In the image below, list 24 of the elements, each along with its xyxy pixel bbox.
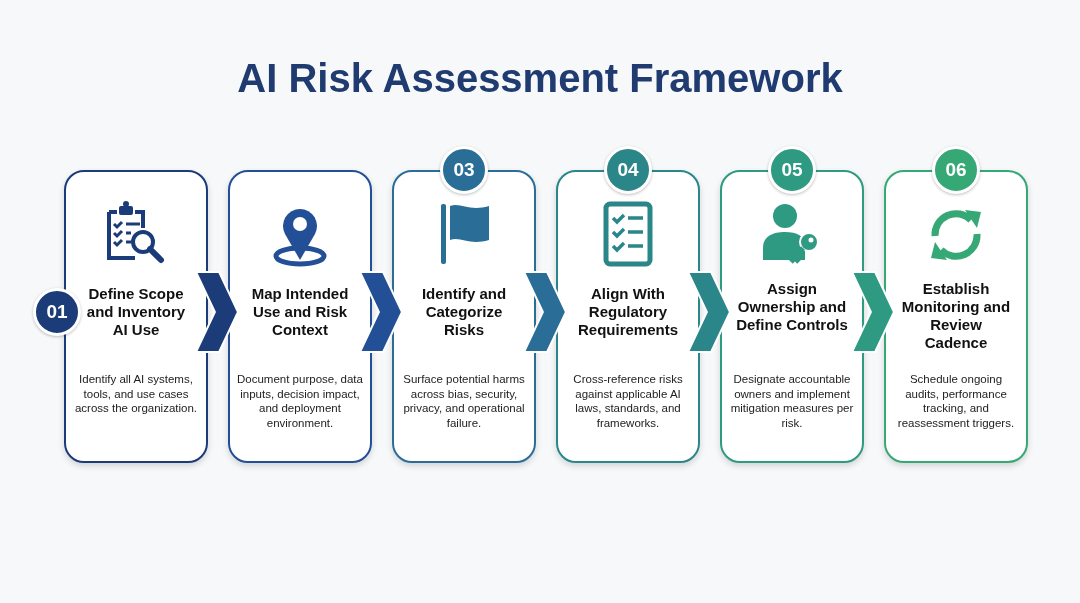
- chevron-arrow: [850, 271, 896, 353]
- step-title: Identify and Categorize Risks: [420, 285, 508, 339]
- step-title: Map Intended Use and Risk Context: [250, 285, 350, 339]
- step-number-badge: 05: [768, 146, 816, 194]
- step-title: Define Scope and Inventory AI Use: [85, 285, 187, 339]
- chevron-arrow: [686, 271, 732, 353]
- step-number-badge: 01: [33, 288, 81, 336]
- step-description: Identify all AI systems, tools, and use cases across the organization.: [73, 372, 199, 416]
- step-number-badge: 04: [604, 146, 652, 194]
- chevron-arrow: [522, 271, 568, 353]
- chevron-arrow: [358, 271, 404, 353]
- step-number-badge: 03: [440, 146, 488, 194]
- step-description: Surface potential harms across bias, security, privacy, and operational failure.: [402, 372, 526, 430]
- step-card: [228, 170, 372, 463]
- step-title: Establish Monitoring and Review Cadence: [900, 280, 1012, 352]
- title: AI Risk Assessment Framework: [236, 56, 844, 101]
- step-number-badge: 06: [932, 146, 980, 194]
- step-description: Schedule ongoing audits, performance tracking, and reassessment triggers.: [896, 372, 1016, 430]
- step-description: Designate accountable owners and implement mitigation measures per risk.: [729, 372, 855, 430]
- step-title: Assign Ownership and Define Controls: [735, 280, 849, 334]
- chevron-arrow: [194, 271, 240, 353]
- step-description: Document purpose, data inputs, decision impact, and deployment environment.: [236, 372, 364, 430]
- step-description: Cross-reference risks against applicable AI laws, standards, and frameworks.: [572, 372, 684, 430]
- step-title: Align With Regulatory Requirements: [577, 285, 679, 339]
